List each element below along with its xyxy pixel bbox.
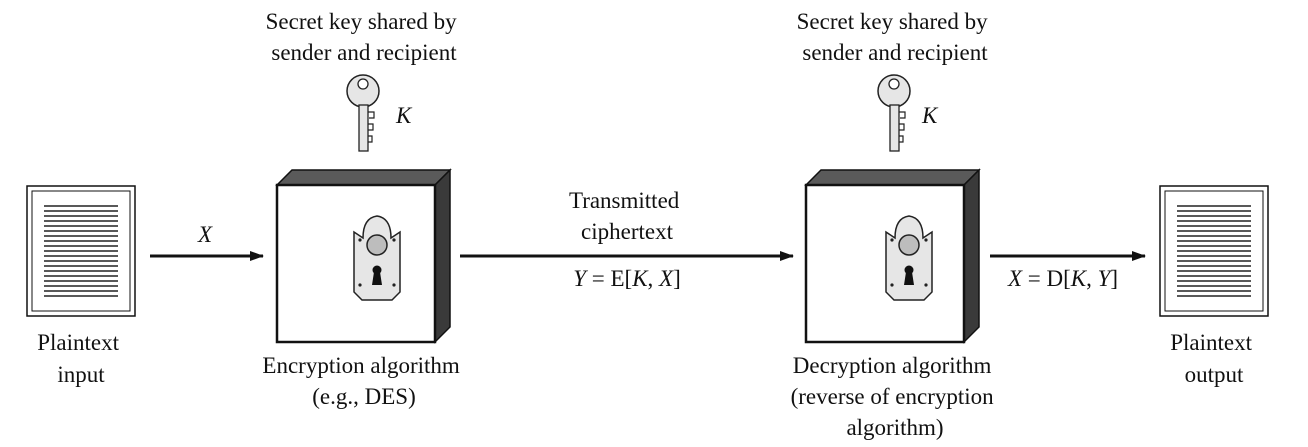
decryption-box <box>804 168 981 344</box>
plaintext-input-label: Plaintext input <box>37 330 125 387</box>
output-formula: X = D[K, Y] <box>1007 266 1118 291</box>
plaintext-input-document-icon <box>26 185 136 317</box>
plaintext-output-document-icon <box>1159 185 1269 317</box>
key-symbol-left: K <box>395 103 413 128</box>
input-arrow-label: X <box>197 222 213 247</box>
ciphertext-formula: Y = E[K, X] <box>573 266 681 291</box>
encryption-lock-icon <box>353 215 401 301</box>
key-symbol-right: K <box>921 103 939 128</box>
key-label-left: Secret key shared by sender and recipien… <box>266 9 463 65</box>
transmitted-ciphertext-label: Transmitted ciphertext <box>569 188 685 244</box>
decryption-algorithm-label: Decryption algorithm (reverse of encrypt… <box>791 353 1000 440</box>
key-icon <box>346 74 380 152</box>
key-icon <box>877 74 911 152</box>
decryption-lock-icon <box>885 215 933 301</box>
key-label-right: Secret key shared by sender and recipien… <box>797 9 994 65</box>
encryption-algorithm-label: Encryption algorithm (e.g., DES) <box>262 353 465 409</box>
plaintext-output-label: Plaintext output <box>1170 330 1258 387</box>
